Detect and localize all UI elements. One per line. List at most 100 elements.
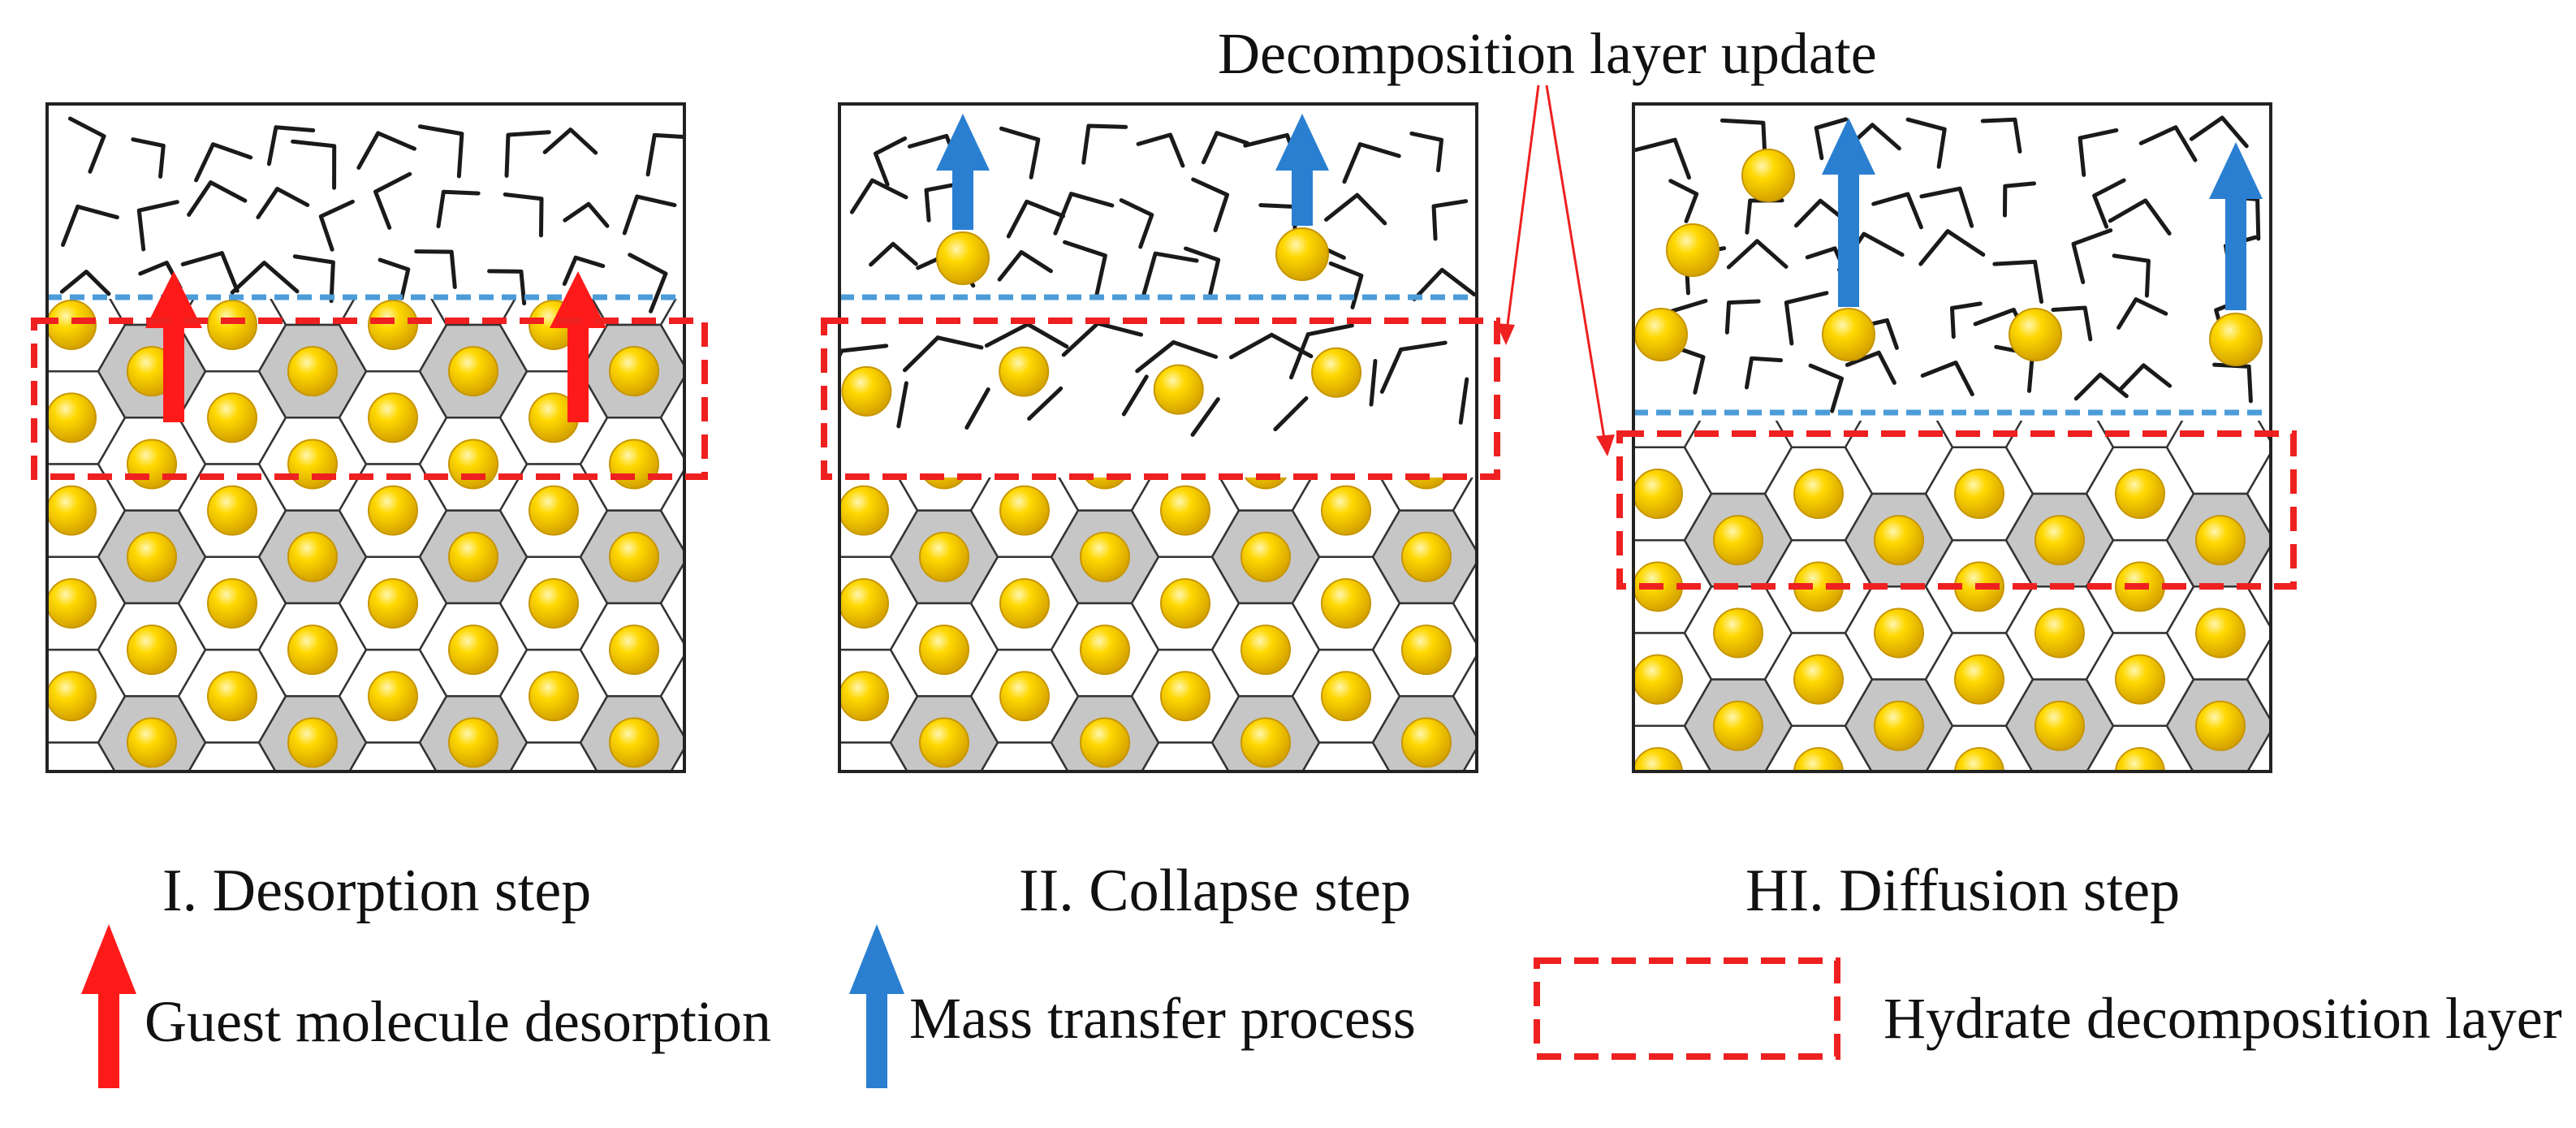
decomposition-layer-box [31, 318, 708, 480]
water-fragment [2118, 363, 2173, 391]
water-fragment [292, 254, 335, 304]
hydrate-cage [0, 603, 45, 696]
guest-molecule [759, 625, 808, 674]
guest-molecule [1401, 717, 1452, 768]
guest-molecule [1482, 486, 1531, 535]
guest-molecule [1482, 672, 1531, 720]
water-fragment [378, 257, 411, 300]
water-fragment [1324, 192, 1387, 226]
decomposition-update-label: Decomposition layer update [1218, 21, 1877, 86]
guest-molecule [2115, 469, 2165, 519]
guest-molecule [2009, 308, 2062, 361]
collapsing-cage [1379, 340, 1469, 425]
hydrate-cage [1845, 772, 1952, 865]
collapsing-cage [902, 335, 990, 430]
guest-molecule [1634, 308, 1688, 361]
guest-molecule [1275, 227, 1329, 281]
guest-molecule [1563, 347, 1612, 395]
guest-molecule [936, 231, 990, 285]
guest-molecule [448, 717, 498, 768]
water-fragment [2212, 362, 2253, 404]
guest-molecule [1321, 577, 1371, 629]
water-fragment [2108, 198, 2172, 236]
guest-molecule [127, 717, 177, 768]
water-fragment [1409, 131, 1444, 173]
caption-desorption-step: I. Desorption step [162, 858, 592, 924]
guest-molecule [0, 718, 15, 767]
hydrate-cage [2328, 772, 2435, 865]
hydrate-cage [1452, 560, 1477, 646]
guest-molecule [1080, 531, 1130, 582]
guest-molecule [529, 485, 579, 536]
water-fragment [1918, 229, 1986, 266]
guest-molecule [2276, 469, 2325, 518]
water-fragment [436, 189, 481, 229]
hydrate-cage [1462, 746, 1477, 771]
water-fragment [2073, 372, 2129, 401]
guest-molecule [919, 717, 969, 768]
guest-molecule [999, 577, 1050, 629]
panel-collapse-content [730, 104, 1641, 789]
guest-molecule [207, 485, 257, 536]
guest-molecule [127, 439, 177, 490]
guest-molecule [448, 625, 498, 676]
hydrate-cage [1534, 696, 1641, 789]
guest-molecule [0, 439, 15, 488]
water-fragment [1992, 259, 2044, 305]
guest-molecule [287, 717, 338, 768]
guest-molecule [287, 346, 338, 397]
guest-molecule [1160, 671, 1210, 722]
water-fragment [136, 200, 179, 252]
hydrate-cage [730, 603, 837, 696]
water-fragment [2138, 125, 2198, 162]
guest-molecule [287, 625, 338, 676]
water-fragment [187, 180, 248, 217]
water-fragment [1726, 239, 1789, 270]
guest-molecule [2115, 654, 2165, 705]
water-fragment [1119, 198, 1154, 249]
guest-molecule [999, 671, 1050, 722]
guest-molecule [919, 625, 969, 676]
water-fragment [542, 127, 598, 155]
callout-arrowhead [1596, 434, 1615, 456]
guest-molecule [207, 577, 257, 629]
water-fragment [504, 130, 551, 178]
panel-border [1632, 102, 2272, 773]
guest-molecule [1793, 746, 1844, 771]
guest-molecule [287, 531, 338, 582]
hydrate-cage [1452, 653, 1477, 739]
guest-molecule [770, 347, 819, 395]
guest-molecule [368, 392, 418, 443]
guest-molecule [207, 392, 257, 443]
guest-molecule [1954, 469, 2004, 519]
guest-molecule [368, 577, 418, 629]
guest-molecule [839, 485, 889, 536]
guest-molecule [759, 718, 808, 767]
guest-molecule [368, 300, 418, 350]
guest-molecule [2276, 748, 2325, 797]
hydrate-cage [659, 282, 684, 368]
water-fragment [230, 261, 300, 295]
water-fragment [1412, 267, 1477, 301]
guest-molecule [2195, 607, 2246, 659]
hydrate-cage [670, 746, 684, 771]
legend-label-desorption: Guest molecule desorption [145, 989, 771, 1054]
water-fragment [562, 255, 606, 287]
guest-molecule [47, 577, 97, 629]
water-fragment [924, 182, 959, 223]
water-fragment [373, 171, 412, 230]
water-fragment [645, 132, 684, 177]
water-fragment [1201, 131, 1249, 165]
guest-molecule [2276, 655, 2325, 704]
hydrate-cage [741, 232, 848, 325]
guest-molecule [1241, 531, 1291, 582]
hydrate-cage [730, 511, 837, 603]
water-fragment [2112, 253, 2151, 298]
guest-molecule [448, 531, 498, 582]
guest-molecule [690, 579, 739, 628]
hydrate-cage [0, 511, 45, 603]
water-fragment [2116, 297, 2168, 330]
water-fragment [1342, 142, 1401, 184]
hydrate-cage [2328, 680, 2435, 772]
